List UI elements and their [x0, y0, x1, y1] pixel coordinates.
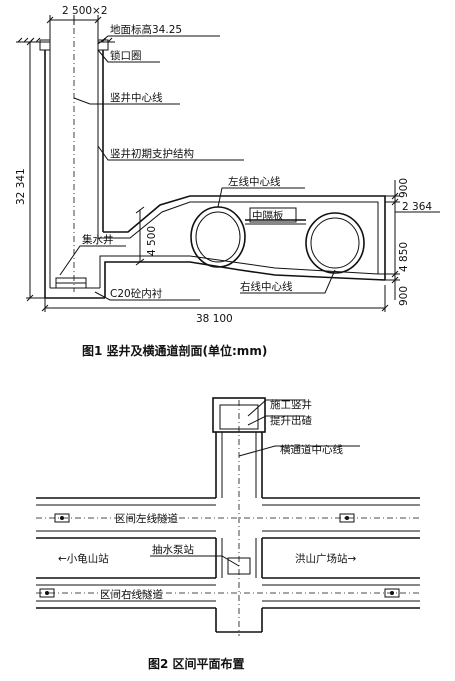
right-tunnel-label: 区间右线隧道	[100, 588, 163, 601]
figure2-plan: 施工竖井 提升出碴 横通道中心线 区间左线隧道 ←小龟山站 抽水泵站 洪山广场站…	[36, 397, 420, 671]
dim-bottom-width-label: 38 100	[196, 313, 233, 325]
hoist-muck-label: 提升出碴	[270, 414, 312, 427]
dim-right-chain	[378, 180, 440, 300]
dim-height-left	[26, 38, 45, 302]
pump-station-label: 抽水泵站	[152, 543, 194, 556]
primary-support-label: 竖井初期支护结构	[110, 147, 194, 160]
left-tunnel-label: 区间左线隧道	[115, 512, 178, 525]
left-tunnel-plan	[36, 497, 420, 539]
dim-bottom-width	[41, 285, 389, 312]
c20-lining-label: C20砼内衬	[110, 287, 163, 300]
dim-900-top-label: 900	[398, 178, 410, 198]
leader-lines	[59, 35, 336, 301]
right-tunnel-section	[305, 212, 365, 274]
dim-2364-label: 2 364	[402, 201, 432, 213]
hongshan-station-label: 洪山广场站→	[295, 552, 356, 565]
dim-4500-label: 4 500	[146, 226, 158, 256]
ground-elevation-label: 地面标高34.25	[110, 23, 182, 36]
left-tunnel-section	[190, 206, 246, 268]
right-tunnel-plan	[36, 577, 420, 609]
middle-partition	[245, 207, 306, 225]
transverse-passage	[215, 432, 263, 633]
figure1-caption: 图1 竖井及横通道剖面(单位:mm)	[82, 343, 267, 358]
left-line-centerline-label: 左线中心线	[228, 175, 281, 188]
middle-partition-label: 中隔板	[252, 209, 284, 222]
shield-machine-icon	[39, 513, 400, 598]
right-line-centerline-label: 右线中心线	[240, 280, 293, 293]
pump-station-box	[227, 557, 251, 575]
sump-pit	[55, 277, 87, 289]
dim-height-left-label: 32 341	[15, 168, 27, 205]
construction-shaft-label: 施工竖井	[270, 398, 312, 411]
sump-label: 集水井	[82, 233, 114, 246]
dim-top-width	[46, 15, 102, 40]
xiaoguishan-station-label: ←小龟山站	[58, 552, 109, 565]
collar-label: 锁口圈	[110, 49, 142, 62]
passage-outline	[98, 195, 386, 298]
passage-centerline-label: 横通道中心线	[280, 443, 343, 456]
shaft-outline	[44, 50, 105, 299]
dim-900-bottom-label: 900	[398, 286, 410, 306]
figure2-caption: 图2 区间平面布置	[148, 656, 245, 671]
dim-4500	[135, 206, 145, 266]
figure1-section: 2 500×2	[15, 5, 440, 358]
dim-4850-label: 4 850	[398, 242, 410, 272]
plan-leader-lines	[150, 399, 360, 567]
shaft-centerline-label: 竖井中心线	[110, 91, 163, 104]
dim-top-width-label: 2 500×2	[62, 5, 108, 17]
